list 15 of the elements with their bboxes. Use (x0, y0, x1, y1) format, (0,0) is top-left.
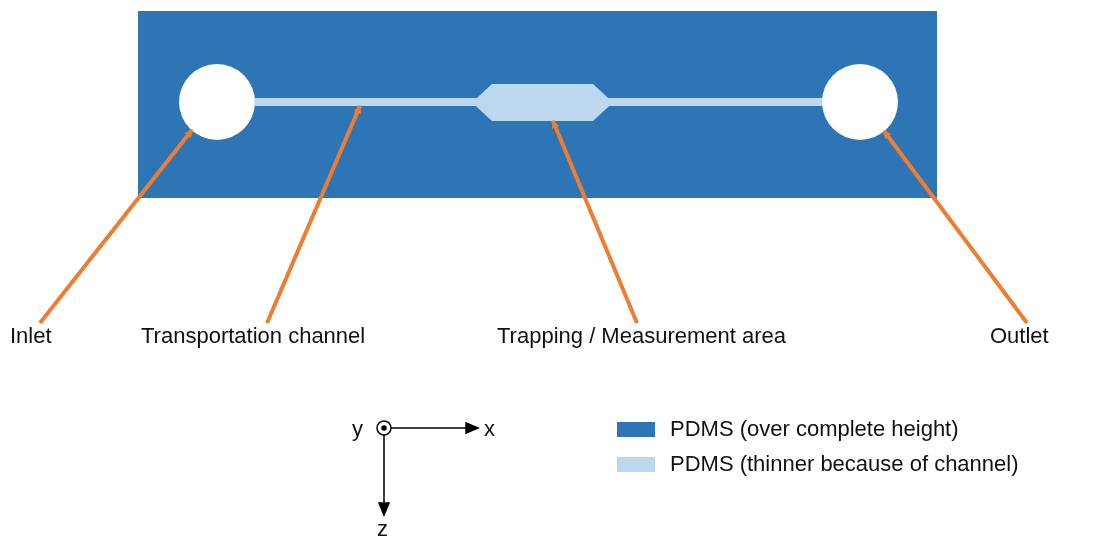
legend-label: PDMS (over complete height) (670, 416, 959, 442)
axis-label: z (377, 516, 388, 538)
part-label: Transportation channel (141, 323, 366, 349)
port-hole (179, 64, 255, 140)
leader-line (38, 128, 194, 325)
leader-line (551, 120, 639, 324)
part-label: Inlet (10, 323, 52, 349)
part-label: Outlet (990, 323, 1049, 349)
leader-line (265, 105, 362, 324)
part-label: Trapping / Measurement area (497, 323, 786, 349)
leader-line (882, 129, 1029, 325)
axis-label: y (352, 416, 363, 442)
legend-label: PDMS (thinner because of channel) (670, 451, 1019, 477)
axis-label: x (484, 416, 495, 442)
port-hole (822, 64, 898, 140)
